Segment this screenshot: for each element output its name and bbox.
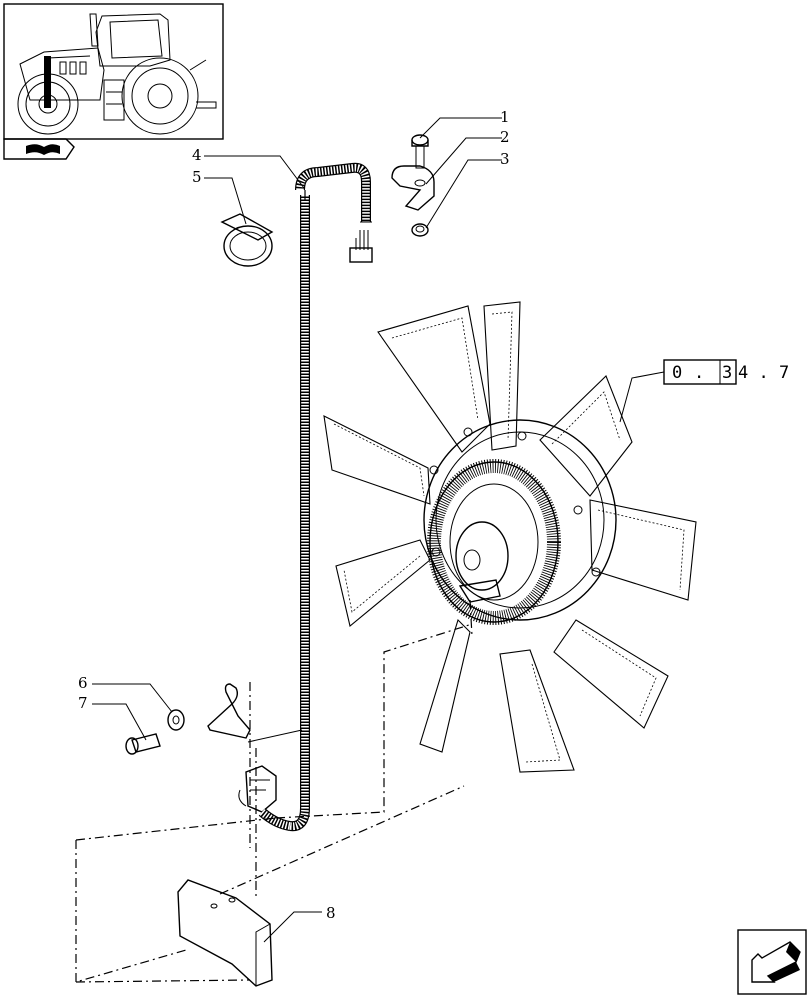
reference-digit-dot: . [694, 363, 704, 383]
callout-4: 4 [192, 146, 202, 164]
open-book-icon[interactable] [3, 138, 75, 160]
callout-labels: 1 2 3 4 5 6 7 8 [78, 108, 510, 922]
callout-6: 6 [78, 674, 88, 692]
callout-1: 1 [500, 108, 510, 126]
washer[interactable] [167, 709, 185, 731]
nut[interactable] [411, 223, 429, 237]
reference-suffix: 4 . 7 [738, 363, 789, 383]
assembly-lines [75, 599, 473, 983]
tractor-thumbnail-icon [17, 13, 217, 135]
clamp-bolt[interactable] [411, 134, 429, 169]
mounting-bracket[interactable] [177, 879, 273, 987]
callout-5: 5 [192, 168, 202, 186]
callout-8: 8 [326, 904, 336, 922]
cable-tie[interactable] [220, 213, 274, 267]
fan-assembly [323, 301, 697, 773]
callout-7: 7 [78, 694, 88, 712]
clamp[interactable] [391, 165, 435, 211]
reference-digit-3: 3 [722, 363, 732, 383]
reference-digit-0: 0 [672, 363, 682, 383]
cross-reference[interactable]: 0 . 3 4 . 7 [663, 359, 789, 385]
bracket-bolt[interactable] [125, 733, 161, 755]
callout-2: 2 [500, 128, 510, 146]
wiring-harness[interactable] [238, 162, 373, 832]
callout-3: 3 [500, 150, 510, 168]
leader-lines [92, 117, 665, 943]
tractor-thumbnail[interactable] [3, 3, 224, 140]
spring-clip[interactable] [207, 683, 251, 739]
next-page-arrow-icon[interactable] [737, 929, 807, 995]
